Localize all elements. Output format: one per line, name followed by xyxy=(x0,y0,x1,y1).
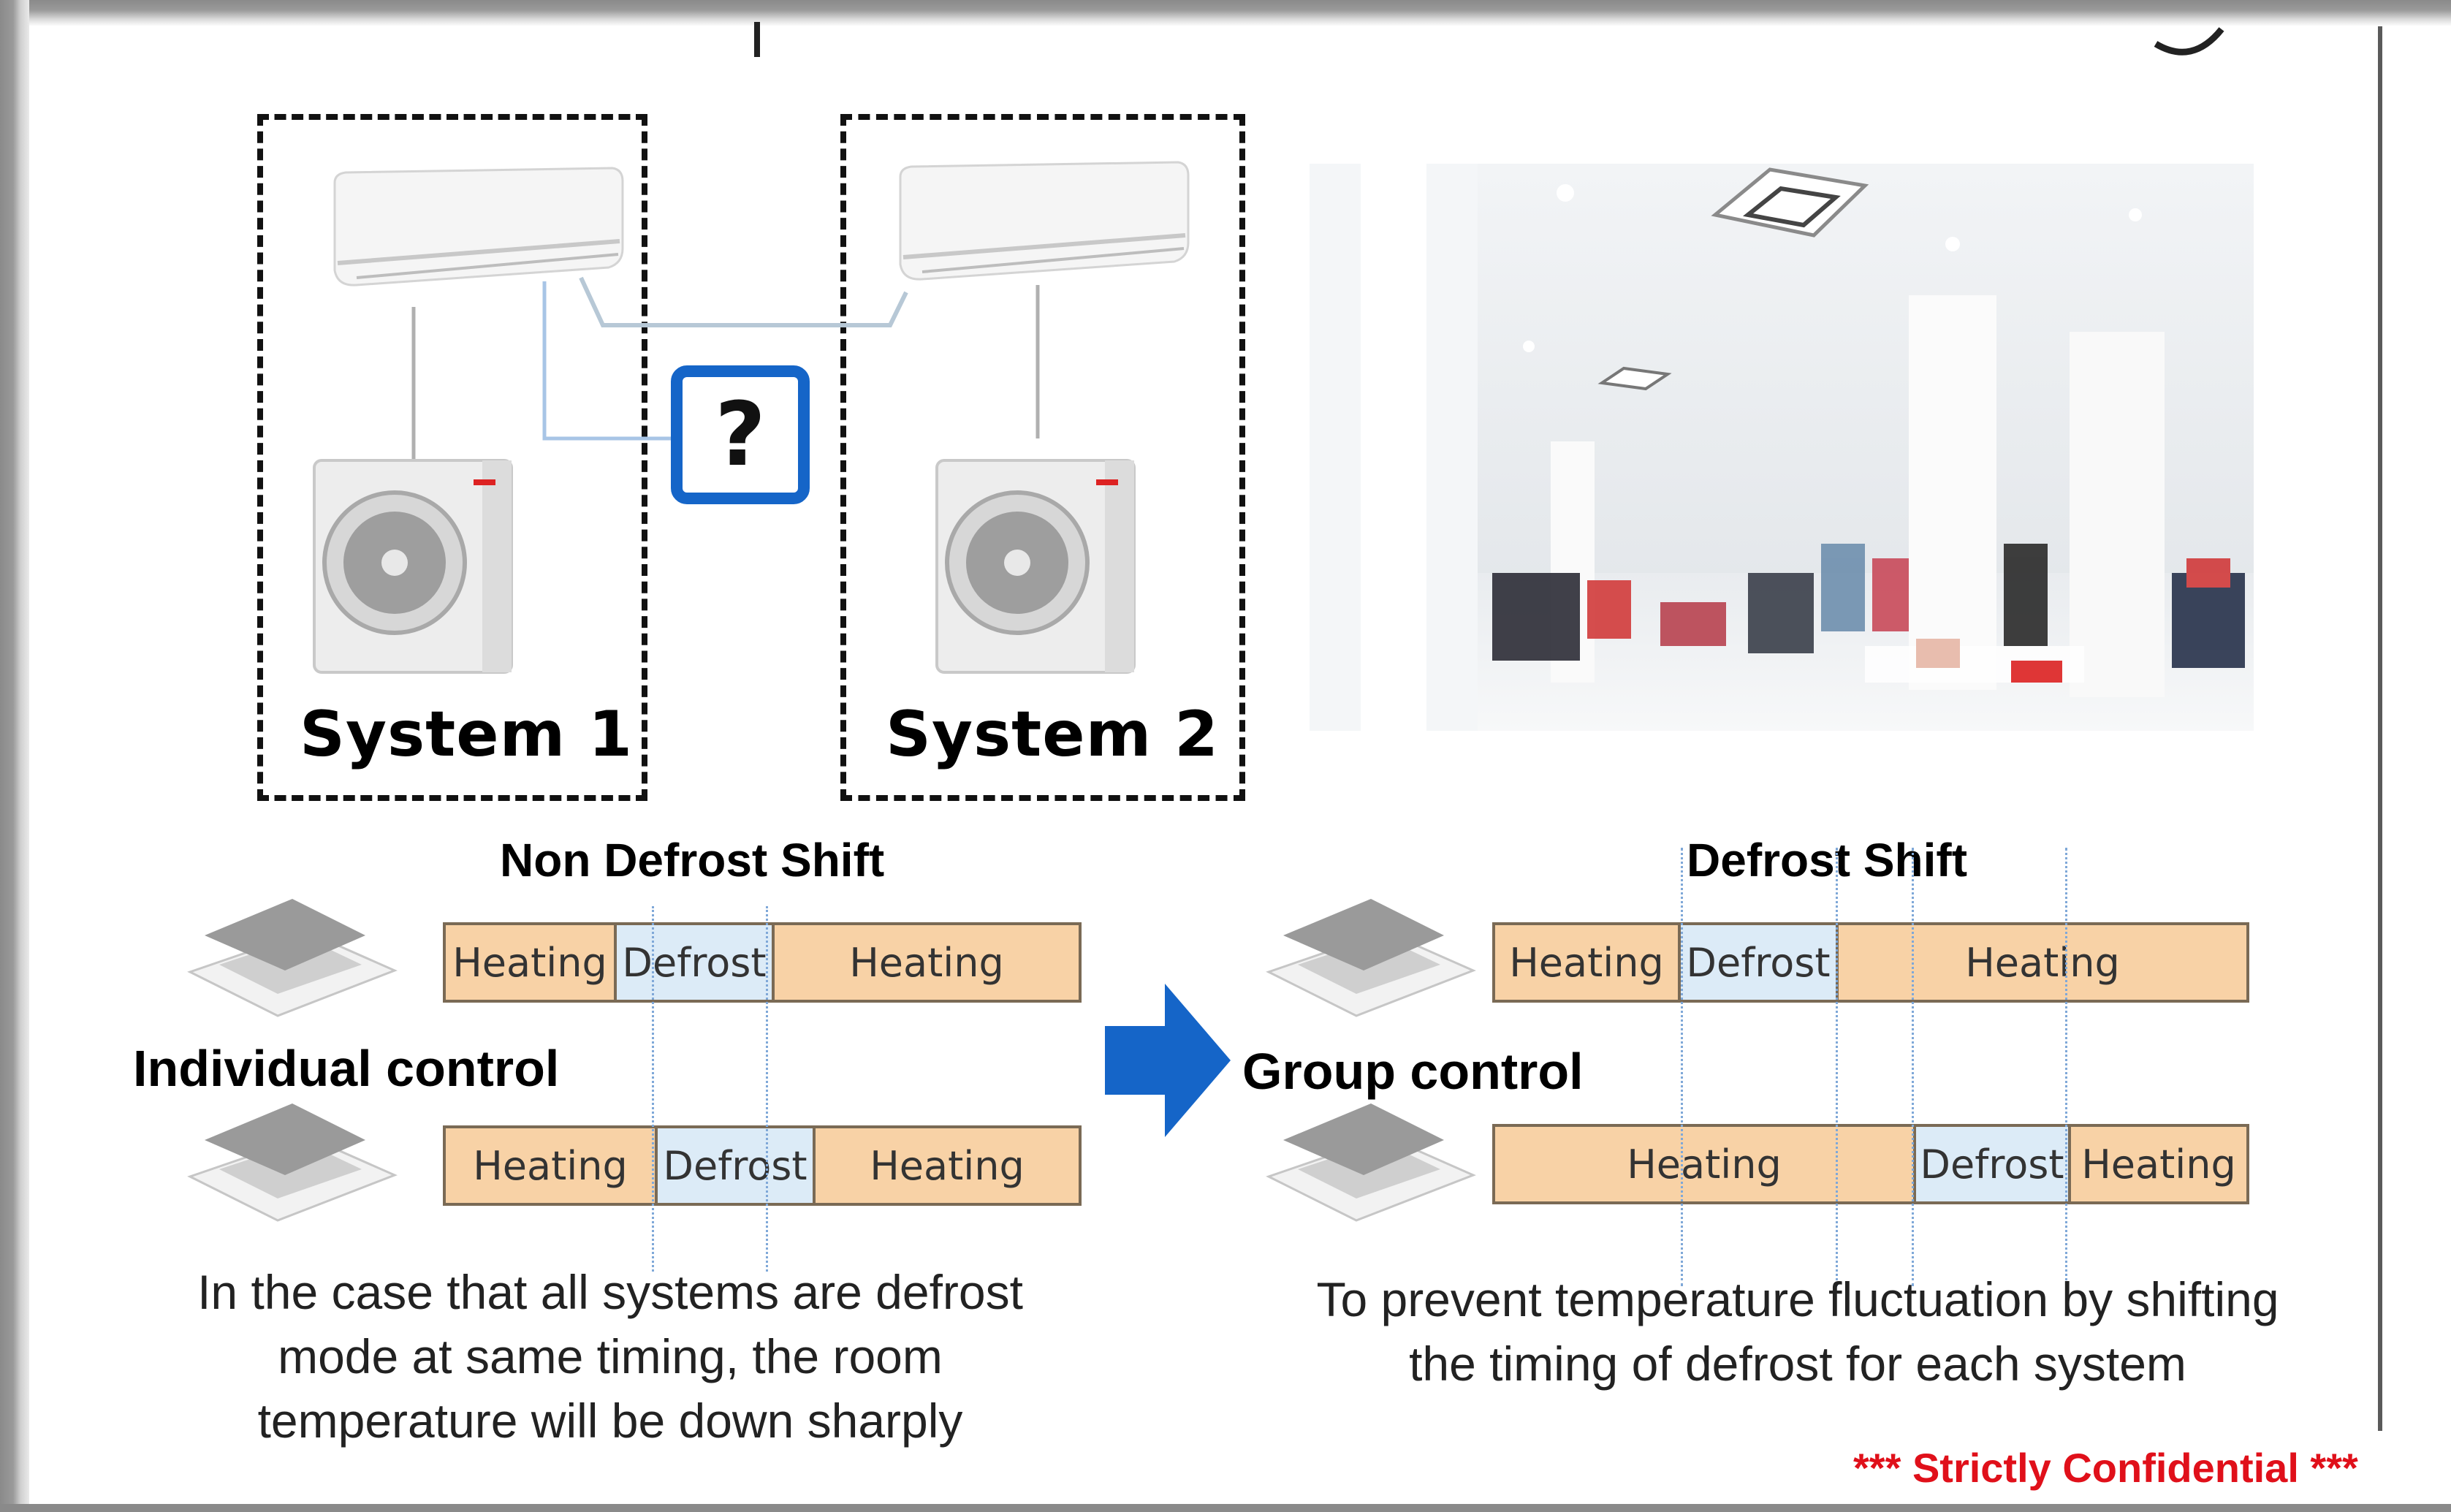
question-box: ? xyxy=(671,365,810,504)
individual-control-label: Individual control xyxy=(133,1040,560,1097)
system1-label: System 1 xyxy=(300,698,634,771)
caption-line: the timing of defrost for each system xyxy=(1409,1337,2186,1391)
arrow-right-icon xyxy=(1105,984,1231,1137)
timing-guide-line xyxy=(766,906,768,1272)
timing-guide-line xyxy=(1836,848,1838,1286)
outdoor-unit-icon xyxy=(313,459,513,674)
timing-guide-line xyxy=(1681,848,1683,1286)
heating-segment: Heating xyxy=(446,925,614,1000)
heating-segment: Heating xyxy=(772,925,1079,1000)
cassette-unit-icon xyxy=(1266,1103,1476,1222)
caption-line: temperature will be down sharply xyxy=(257,1394,963,1448)
heating-segment: Heating xyxy=(1836,925,2246,1000)
timing-guide-line xyxy=(2065,848,2067,1286)
cassette-unit-icon xyxy=(1266,899,1476,1017)
window-left-border xyxy=(0,0,29,1512)
wall-unit-icon xyxy=(333,167,624,286)
timing-guide-line xyxy=(1912,848,1914,1286)
slide-right-rule xyxy=(2378,26,2382,1431)
shift-caption: To prevent temperature fluctuation by sh… xyxy=(1235,1267,2360,1396)
group-control-label: Group control xyxy=(1242,1043,1584,1100)
defrost-segment: Defrost xyxy=(1913,1127,2068,1201)
heating-segment: Heating xyxy=(1495,1127,1913,1201)
system1-box xyxy=(257,114,647,801)
cassette-unit-icon xyxy=(187,899,398,1017)
caption-line: To prevent temperature fluctuation by sh… xyxy=(1316,1272,2279,1326)
non-shift-caption: In the case that all systems are defrost… xyxy=(117,1260,1103,1453)
shift-timeline-row2: Heating Defrost Heating xyxy=(1492,1124,2249,1204)
store-interior-photo xyxy=(1310,164,2254,731)
system2-label: System 2 xyxy=(886,698,1220,771)
non-shift-timeline-row1: Heating Defrost Heating xyxy=(443,922,1082,1003)
heating-segment: Heating xyxy=(2068,1127,2246,1201)
cassette-unit-icon xyxy=(187,1103,398,1222)
confidential-notice: *** Strictly Confidential *** xyxy=(1853,1445,2358,1491)
heating-segment: Heating xyxy=(813,1128,1079,1203)
non-defrost-shift-title: Non Defrost Shift xyxy=(500,834,885,886)
window-bottom-border xyxy=(0,1504,2451,1512)
heating-segment: Heating xyxy=(446,1128,655,1203)
cropped-title-fragment xyxy=(754,22,760,57)
heating-segment: Heating xyxy=(1495,925,1678,1000)
defrost-segment: Defrost xyxy=(1678,925,1836,1000)
caption-line: In the case that all systems are defrost xyxy=(197,1265,1023,1319)
outdoor-unit-icon xyxy=(935,459,1136,674)
shift-timeline-row1: Heating Defrost Heating xyxy=(1492,922,2249,1003)
question-mark: ? xyxy=(715,384,766,486)
non-shift-timeline-row2: Heating Defrost Heating xyxy=(443,1125,1082,1206)
cropped-title-fragment-right xyxy=(2154,27,2224,56)
defrost-segment: Defrost xyxy=(655,1128,813,1203)
timing-guide-line xyxy=(652,906,654,1272)
window-top-border xyxy=(0,0,2451,26)
caption-line: mode at same timing, the room xyxy=(278,1329,943,1383)
defrost-segment: Defrost xyxy=(614,925,772,1000)
defrost-shift-title: Defrost Shift xyxy=(1687,834,1967,886)
wall-unit-icon xyxy=(899,161,1190,281)
system2-box xyxy=(840,114,1245,801)
